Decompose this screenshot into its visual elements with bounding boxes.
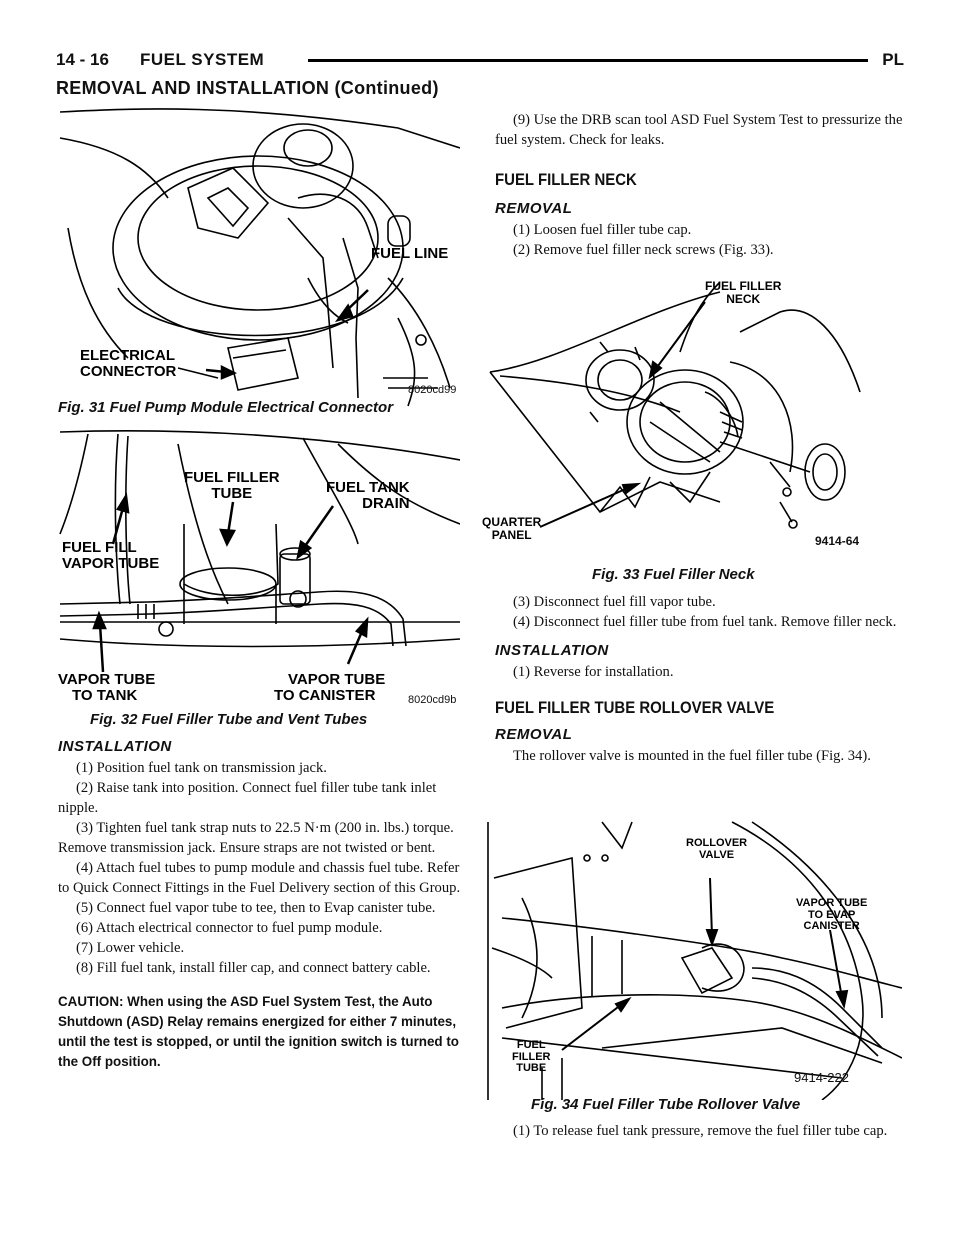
install-step: (6) Attach electrical connector to fuel …	[76, 920, 383, 936]
neck-removal-step: (2) Remove fuel filler neck screws (Fig.…	[513, 242, 774, 258]
neck-removal-step: (4) Disconnect fuel filler tube from fue…	[513, 614, 897, 630]
figure-33: FUEL FILLER NECK QUARTER PANEL 9414-64	[480, 272, 900, 562]
install-step: (1) Position fuel tank on transmission j…	[76, 760, 327, 776]
valve-text: The rollover valve is mounted in the fue…	[513, 748, 871, 764]
fig34-code: 9414-222	[794, 1070, 849, 1085]
fig31-caption: Fig. 31 Fuel Pump Module Electrical Conn…	[58, 399, 394, 416]
installation-heading-2: INSTALLATION	[495, 642, 609, 659]
fuel-filler-tube-illustration	[59, 430, 460, 673]
figure-31: FUEL LINE ELECTRICAL CONNECTOR 8020cd99	[58, 108, 460, 408]
fig34-caption: Fig. 34 Fuel Filler Tube Rollover Valve	[531, 1096, 801, 1113]
neck-removal-step: (1) Loosen fuel filler tube cap.	[513, 222, 692, 238]
right-column-bottom: (1) To release fuel tank pressure, remov…	[495, 1121, 903, 1141]
fuel-line-label: FUEL LINE	[371, 245, 449, 262]
fuel-tank-drain-label: FUEL TANK DRAIN	[326, 479, 410, 512]
fuel-filler-tube-label-fig34: FUEL FILLER TUBE	[512, 1039, 551, 1075]
vapor-tube-to-evap-canister-label: VAPOR TUBE TO EVAP CANISTER	[796, 897, 868, 933]
right-column-middle: (3) Disconnect fuel fill vapor tube. (4)…	[495, 592, 903, 766]
installation-heading: INSTALLATION	[58, 738, 172, 755]
install-step: (4) Attach fuel tubes to pump module and…	[58, 860, 461, 896]
valve-removal-heading: REMOVAL	[495, 726, 573, 743]
section-title: FUEL SYSTEM	[140, 50, 265, 69]
figure-34: ROLLOVER VALVE VAPOR TUBE TO EVAP CANIST…	[482, 818, 902, 1100]
caution-note: CAUTION: When using the ASD Fuel System …	[58, 994, 459, 1069]
neck-install-step: (1) Reverse for installation.	[513, 664, 674, 680]
install-step: (7) Lower vehicle.	[76, 940, 185, 956]
model-code: PL	[882, 50, 904, 69]
fuel-fill-vapor-tube-label: FUEL FILL VAPOR TUBE	[62, 539, 160, 572]
fig33-code: 9414-64	[815, 534, 860, 548]
install-step: (2) Raise tank into position. Connect fu…	[58, 780, 437, 816]
fig32-caption: Fig. 32 Fuel Filler Tube and Vent Tubes	[90, 711, 368, 728]
rollover-valve-label: ROLLOVER VALVE	[686, 837, 748, 861]
fig32-code: 8020cd9b	[408, 694, 457, 706]
valve-removal-step: (1) To release fuel tank pressure, remov…	[513, 1123, 888, 1139]
install-step: (8) Fill fuel tank, install filler cap, …	[76, 960, 431, 976]
vapor-tube-to-tank-label: VAPOR TUBE TO TANK	[58, 671, 156, 704]
header-rule	[308, 59, 868, 62]
rollover-valve-heading: FUEL FILLER TUBE ROLLOVER VALVE	[495, 698, 775, 717]
right-column-top: (9) Use the DRB scan tool ASD Fuel Syste…	[495, 110, 903, 260]
fuel-filler-neck-heading: FUEL FILLER NECK	[495, 170, 637, 189]
quarter-panel-label: QUARTER PANEL	[482, 515, 542, 542]
fig33-caption: Fig. 33 Fuel Filler Neck	[592, 566, 755, 583]
continued-title: REMOVAL AND INSTALLATION (Continued)	[56, 78, 439, 98]
step-9: (9) Use the DRB scan tool ASD Fuel Syste…	[495, 112, 903, 148]
figure-32: FUEL FILLER TUBE FUEL TANK DRAIN FUEL FI…	[58, 424, 460, 714]
install-step: (5) Connect fuel vapor tube to tee, then…	[76, 900, 436, 916]
fuel-pump-module-illustration	[59, 108, 460, 407]
rollover-valve-illustration	[487, 821, 902, 1100]
vapor-tube-to-canister-label: VAPOR TUBE TO CANISTER	[274, 671, 386, 704]
fig31-code: 8020cd99	[408, 384, 457, 396]
removal-heading: REMOVAL	[495, 200, 573, 217]
install-step: (3) Tighten fuel tank strap nuts to 22.5…	[58, 820, 454, 856]
left-column-text: INSTALLATION (1) Position fuel tank on t…	[58, 736, 461, 1072]
neck-removal-step: (3) Disconnect fuel fill vapor tube.	[513, 594, 716, 610]
page-header: 14 - 16 FUEL SYSTEM PL	[56, 50, 904, 74]
electrical-connector-label: ELECTRICAL CONNECTOR	[80, 347, 177, 380]
fuel-filler-tube-label: FUEL FILLER TUBE	[184, 469, 280, 502]
fuel-filler-neck-illustration	[489, 281, 861, 529]
page-number: 14 - 16	[56, 50, 109, 69]
fuel-filler-neck-label: FUEL FILLER NECK	[705, 279, 782, 306]
